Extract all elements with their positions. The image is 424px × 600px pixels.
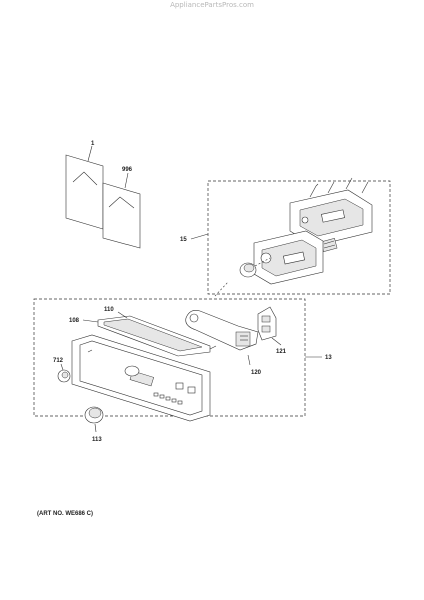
assembly-13-boundary (33, 298, 306, 417)
part-121-harness[interactable] (257, 306, 282, 346)
label-15: 15 (180, 237, 187, 243)
label-996: 996 (122, 167, 133, 173)
label-110: 110 (104, 307, 114, 313)
label-121: 121 (276, 349, 287, 355)
art-number: (ART NO. WE686 C) (37, 511, 94, 517)
label-13: 13 (325, 355, 332, 361)
label-1: 1 (91, 141, 95, 147)
part-712-knob-cap[interactable] (57, 363, 71, 383)
assembly-15-boundary (207, 180, 391, 295)
part-1-literature[interactable] (65, 145, 104, 230)
part-108-light-pipe[interactable] (97, 315, 217, 357)
control-panel-console[interactable] (71, 334, 211, 422)
watermark: AppliancePartsPros.com (170, 1, 254, 9)
part-113-knob[interactable] (84, 406, 104, 433)
ui-board[interactable] (253, 230, 324, 285)
selector-knob[interactable] (239, 257, 271, 278)
label-108: 108 (69, 318, 80, 324)
board-connector[interactable] (320, 238, 338, 252)
alignment-line (214, 281, 229, 297)
control-board[interactable] (289, 177, 373, 247)
label-113: 113 (92, 437, 102, 443)
part-996-literature[interactable] (102, 172, 141, 249)
part-120-switch-board[interactable] (185, 310, 259, 366)
label-120: 120 (251, 370, 262, 376)
label-712: 712 (53, 358, 64, 364)
